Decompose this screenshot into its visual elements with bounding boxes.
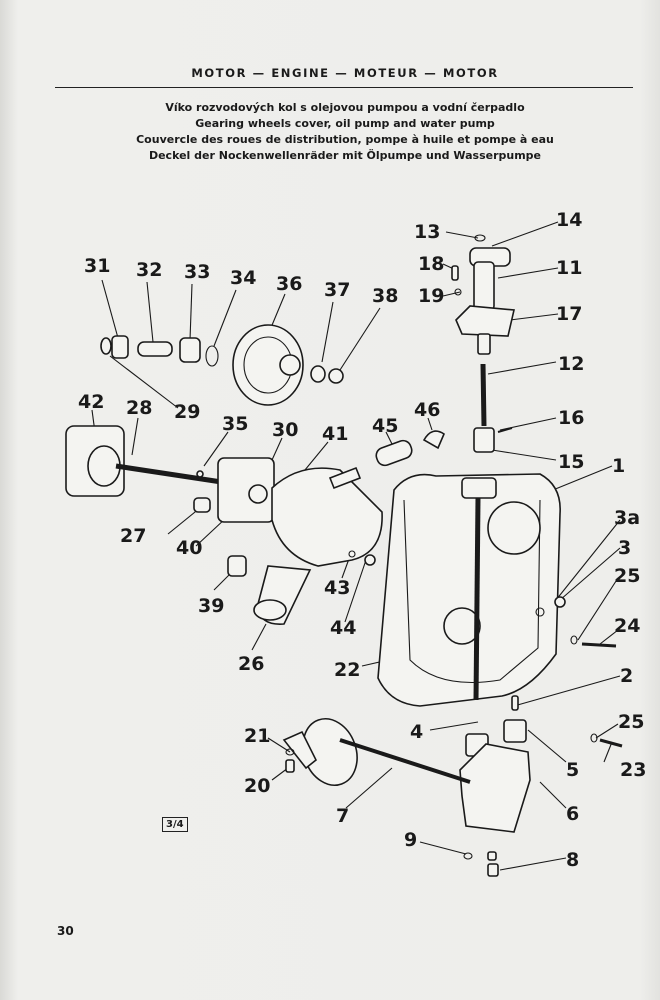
callout-8: 8 [566,849,579,871]
callout-25-upper: 25 [614,565,640,587]
callout-16: 16 [558,407,584,429]
callout-5: 5 [566,759,579,781]
callout-26: 26 [238,653,264,675]
callout-22: 22 [334,659,360,681]
callout-11: 11 [556,257,582,279]
page-number: 30 [57,924,74,938]
gearing-wheels-cover [377,473,623,748]
header-rule [55,87,633,88]
callout-41: 41 [322,423,348,445]
callout-14: 14 [556,209,582,231]
callout-13: 13 [414,221,440,243]
callout-40: 40 [176,537,202,559]
callout-19: 19 [418,285,444,307]
callout-27: 27 [120,525,146,547]
callout-44: 44 [330,617,356,639]
callout-35: 35 [222,413,248,435]
title-french: Couvercle des roues de distribution, pom… [136,133,554,146]
oil-pump-body-parts [282,718,531,877]
callout-37: 37 [324,279,350,301]
callout-34: 34 [230,267,256,289]
callout-20: 20 [244,775,270,797]
section-header: MOTOR — ENGINE — MOTEUR — MOTOR [191,66,499,80]
callout-32: 32 [136,259,162,281]
leader-lines [91,221,621,871]
callout-6: 6 [566,803,579,825]
callout-18: 18 [418,253,444,275]
callout-28: 28 [126,397,152,419]
callout-3: 3 [618,537,631,559]
callout-46: 46 [414,399,440,421]
callout-42: 42 [78,391,104,413]
callout-labels: 31 32 33 34 36 37 38 29 42 28 35 30 41 4… [78,209,646,871]
title-block: Víko rozvodových kol s olejovou pumpou a… [60,100,630,164]
title-english: Gearing wheels cover, oil pump and water… [195,117,495,130]
water-pump-parts [65,425,445,625]
callout-12: 12 [558,353,584,375]
callout-23: 23 [620,759,646,781]
callout-31: 31 [84,255,110,277]
title-czech: Víko rozvodových kol s olejovou pumpou a… [165,101,525,114]
callout-24: 24 [614,615,640,637]
callout-45: 45 [372,415,398,437]
title-german: Deckel der Nockenwellenräder mit Ölpumpe… [148,149,542,162]
callout-4: 4 [410,721,423,743]
callout-2: 2 [620,665,633,687]
callout-21: 21 [244,725,270,747]
callout-43: 43 [324,577,350,599]
figure-reference: 3/4 [162,817,188,832]
oil-pump-drive-parts [451,234,515,453]
callout-38: 38 [372,285,398,307]
callout-36: 36 [276,273,302,295]
callout-15: 15 [558,451,584,473]
callout-9: 9 [404,829,417,851]
callout-3a: 3a [614,507,640,529]
callout-29: 29 [174,401,200,423]
callout-7: 7 [336,805,349,827]
callout-17: 17 [556,303,582,325]
callout-30: 30 [272,419,298,441]
callout-1: 1 [612,455,625,477]
callout-39: 39 [198,595,224,617]
bearing-assembly-parts [100,324,344,406]
callout-33: 33 [184,261,210,283]
callout-25-lower: 25 [618,711,644,733]
